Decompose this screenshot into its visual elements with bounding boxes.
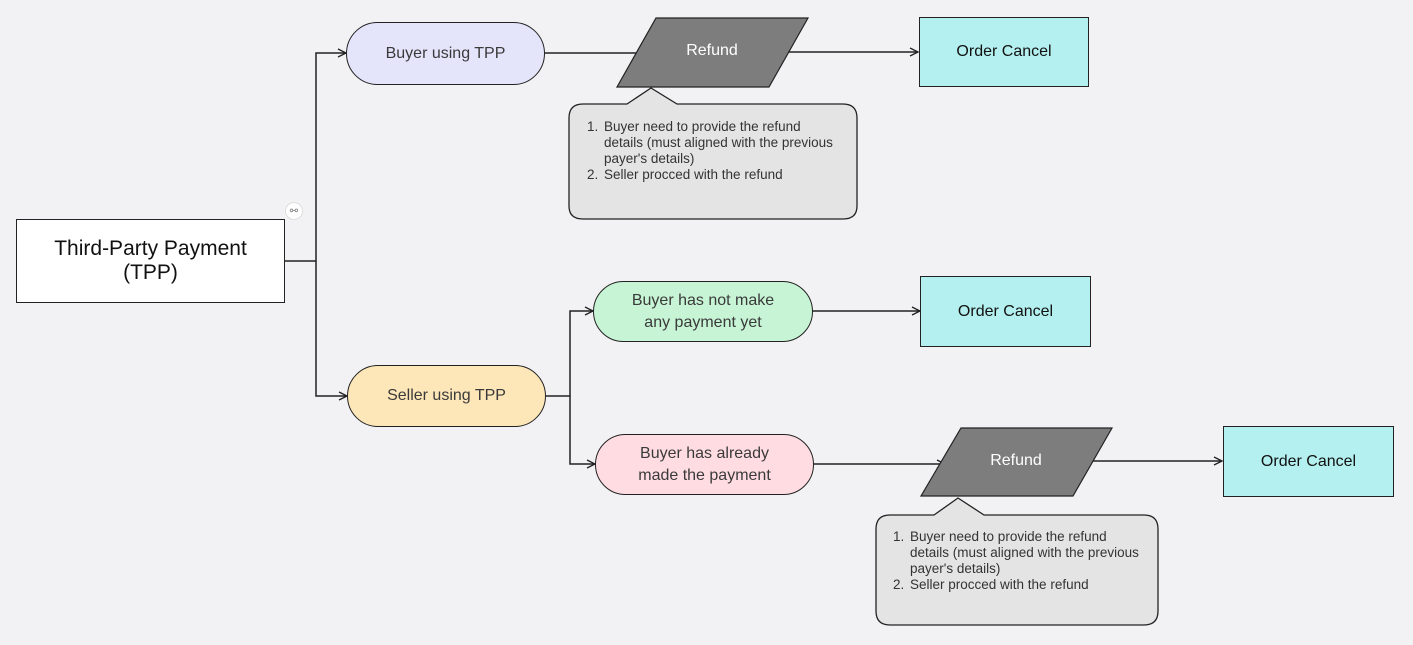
root-title-line1: Third-Party Payment: [54, 237, 247, 260]
refund-top-label[interactable]: Refund: [686, 42, 738, 59]
note-bottom-item-2: Seller procced with the refund: [908, 577, 1148, 593]
refund-bottom-label[interactable]: Refund: [990, 452, 1042, 469]
refund-shape-top: [615, 17, 810, 88]
connector-root-to-buyer-tpp: [285, 53, 346, 262]
no-payment-line2: any payment yet: [644, 313, 762, 331]
root-title-line2: (TPP): [123, 261, 178, 284]
link-icon[interactable]: ⚯: [286, 203, 302, 219]
connector-seller-to-no-payment: [546, 311, 593, 397]
buyer-tpp-node[interactable]: Buyer using TPP: [346, 22, 545, 85]
connector-root-to-seller-tpp: [315, 261, 347, 396]
order-cancel-mid[interactable]: Order Cancel: [920, 276, 1091, 347]
connector-seller-to-paid: [569, 396, 595, 464]
note-bottom: Buyer need to provide the refund details…: [886, 529, 1148, 593]
no-payment-node[interactable]: Buyer has not make any payment yet: [593, 281, 813, 342]
paid-line2: made the payment: [638, 466, 771, 484]
order-cancel-bottom-label: Order Cancel: [1260, 452, 1357, 470]
note-top-shape: [568, 87, 858, 220]
order-cancel-mid-label: Order Cancel: [957, 302, 1054, 320]
note-top: Buyer need to provide the refund details…: [580, 119, 842, 183]
root-node-tpp[interactable]: Third-Party Payment (TPP): [16, 219, 285, 303]
order-cancel-top[interactable]: Order Cancel: [919, 17, 1089, 87]
seller-tpp-node[interactable]: Seller using TPP: [347, 365, 546, 427]
note-top-item-1: Buyer need to provide the refund details…: [602, 119, 842, 167]
order-cancel-top-label: Order Cancel: [956, 43, 1052, 60]
no-payment-line1: Buyer has not make: [631, 291, 775, 309]
note-bottom-shape: [875, 497, 1159, 626]
note-top-item-2: Seller procced with the refund: [602, 167, 842, 183]
refund-shape-bottom: [919, 427, 1114, 497]
paid-line1: Buyer has already: [640, 444, 769, 462]
buyer-tpp-label: Buyer using TPP: [385, 44, 506, 62]
order-cancel-bottom[interactable]: Order Cancel: [1223, 426, 1394, 497]
seller-tpp-label: Seller using TPP: [387, 387, 506, 404]
note-bottom-item-1: Buyer need to provide the refund details…: [908, 529, 1148, 577]
paid-node[interactable]: Buyer has already made the payment: [595, 434, 814, 495]
